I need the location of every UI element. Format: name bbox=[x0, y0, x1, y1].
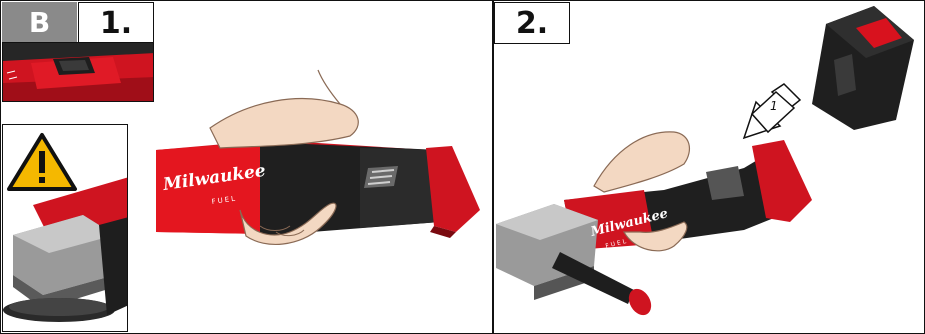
step-1-illustration: Milwaukee FUEL bbox=[156, 69, 480, 246]
tool-line-text: FUEL bbox=[211, 195, 237, 206]
switch-detail-illustration bbox=[3, 43, 153, 101]
warning-icon bbox=[7, 133, 77, 191]
arrow-label: 1 bbox=[770, 99, 778, 113]
panel-divider bbox=[492, 0, 494, 334]
switch-detail-inset bbox=[2, 42, 154, 102]
step-2-illustration: 1 Milwaukee FUEL bbox=[496, 6, 914, 316]
section-badge: B bbox=[2, 2, 77, 42]
step-2-label: 2. bbox=[494, 2, 570, 44]
insert-arrow: 1 bbox=[742, 83, 802, 140]
battery-pack bbox=[812, 6, 914, 130]
step-1-label: 1. bbox=[78, 2, 154, 44]
grinder-head-illustration bbox=[3, 133, 127, 322]
warning-inset bbox=[2, 124, 128, 332]
